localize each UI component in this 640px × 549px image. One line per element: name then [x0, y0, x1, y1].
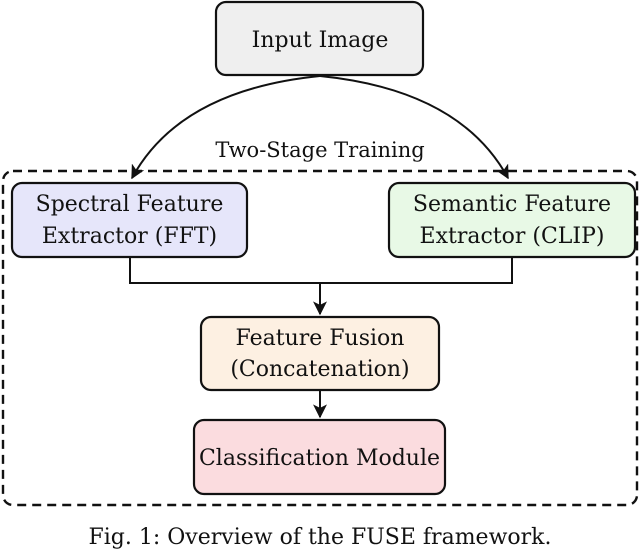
input-image-label: Input Image [252, 28, 389, 53]
edge-input-to-semantic [319, 75, 509, 180]
two-stage-training-label: Two-Stage Training [215, 138, 424, 162]
fusion-line-2: (Concatenation) [230, 357, 409, 382]
feature-fusion-node: Feature Fusion (Concatenation) [199, 315, 441, 392]
spectral-line-1: Spectral Feature [36, 192, 224, 217]
edge-semantic-to-merge [320, 257, 513, 284]
spectral-feature-extractor-node: Spectral Feature Extractor (FFT) [10, 181, 249, 259]
two-stage-training-group [1, 169, 639, 507]
semantic-line-1: Semantic Feature [413, 192, 611, 217]
figure-caption: Fig. 1: Overview of the FUSE framework. [89, 525, 552, 549]
semantic-line-2: Extractor (CLIP) [420, 224, 605, 249]
group-label-background [207, 132, 433, 166]
edge-spectral-to-merge [129, 257, 320, 284]
input-image-node: Input Image [214, 0, 425, 77]
edge-input-to-spectral [131, 75, 321, 180]
fusion-line-1: Feature Fusion [236, 326, 405, 351]
spectral-line-2: Extractor (FFT) [42, 224, 217, 249]
classification-module-label: Classification Module [199, 446, 440, 471]
classification-module-node: Classification Module [192, 418, 447, 496]
semantic-feature-extractor-node: Semantic Feature Extractor (CLIP) [387, 181, 637, 259]
